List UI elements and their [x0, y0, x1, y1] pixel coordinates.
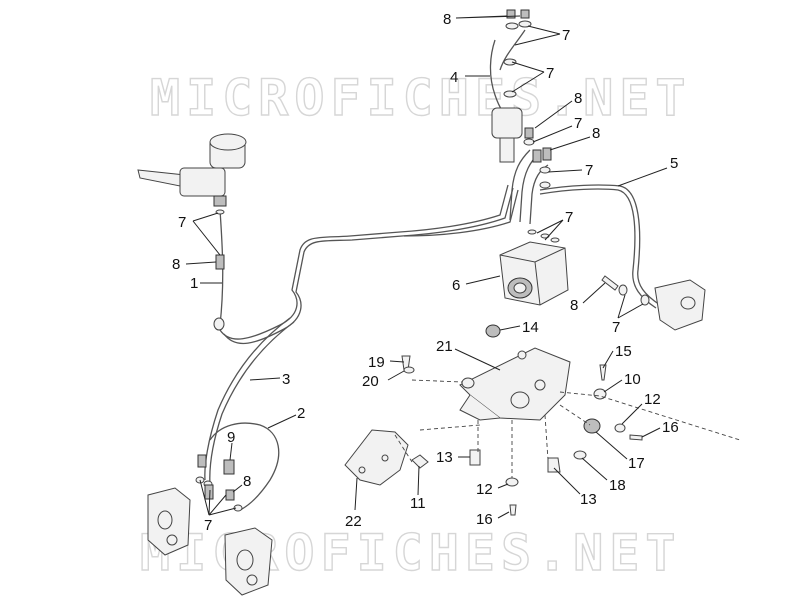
callout-7: 7 — [585, 162, 593, 179]
callout-8: 8 — [570, 297, 578, 314]
callout-22: 22 — [345, 513, 362, 530]
callout-16: 16 — [476, 511, 493, 528]
callout-7: 7 — [178, 214, 186, 231]
callout-7: 7 — [612, 319, 620, 336]
caliper-fittings — [195, 209, 243, 512]
abs-modulator — [499, 229, 569, 306]
callout-20: 20 — [362, 373, 379, 390]
rear-master-cylinder — [491, 9, 552, 189]
front-caliper-right — [224, 527, 273, 596]
watermark-top: MICROFICHES.NET — [150, 69, 692, 127]
callout-12: 12 — [644, 391, 661, 408]
callout-19: 19 — [368, 354, 385, 371]
callout-21: 21 — [436, 338, 453, 355]
callout-7: 7 — [574, 115, 582, 132]
callout-7: 7 — [562, 27, 570, 44]
bracket-hardware — [401, 355, 643, 516]
callout-10: 10 — [624, 371, 641, 388]
side-bracket — [344, 429, 429, 486]
mounting-bracket — [459, 324, 571, 421]
callout-1: 1 — [190, 275, 198, 292]
leader-lines — [185, 15, 668, 519]
callout-17: 17 — [628, 455, 645, 472]
front-master-cylinder — [137, 133, 247, 207]
callout-8: 8 — [592, 125, 600, 142]
abs-mount-bolt — [601, 275, 650, 306]
callout-8: 8 — [243, 473, 251, 490]
callout-8: 8 — [172, 256, 180, 273]
callout-5: 5 — [670, 155, 678, 172]
callout-13: 13 — [436, 449, 453, 466]
callout-9: 9 — [227, 429, 235, 446]
callout-4: 4 — [450, 69, 458, 86]
callout-8: 8 — [574, 90, 582, 107]
callout-14: 14 — [522, 319, 539, 336]
front-caliper-left — [147, 487, 191, 556]
callout-labels: 8 7 4 7 8 7 8 7 5 7 6 8 7 7 8 1 3 2 9 8 … — [172, 11, 679, 534]
callout-18: 18 — [609, 477, 626, 494]
callout-11: 11 — [410, 495, 426, 512]
callout-16: 16 — [662, 419, 679, 436]
callout-7: 7 — [546, 65, 554, 82]
watermark-bottom: MICROFICHES.NET — [140, 524, 682, 582]
callout-2: 2 — [297, 405, 305, 422]
callout-13: 13 — [580, 491, 597, 508]
assembly-lines — [394, 379, 741, 478]
callout-12: 12 — [476, 481, 493, 498]
rear-caliper — [654, 279, 706, 331]
callout-3: 3 — [282, 371, 290, 388]
callout-6: 6 — [452, 277, 460, 294]
callout-8: 8 — [443, 11, 451, 28]
callout-7: 7 — [204, 517, 212, 534]
callout-7: 7 — [565, 209, 573, 226]
callout-15: 15 — [615, 343, 632, 360]
